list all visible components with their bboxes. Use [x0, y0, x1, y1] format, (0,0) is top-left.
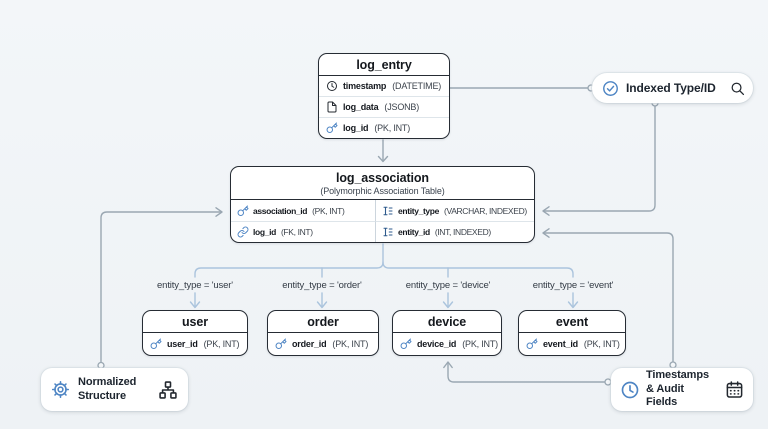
field-name: user_id — [167, 339, 198, 349]
field-row-event-id: event_id (PK, INT) — [519, 333, 625, 355]
key-icon — [400, 338, 412, 350]
field-type: (PK, INT) — [332, 339, 369, 349]
field-row-device-id: device_id (PK, INT) — [393, 333, 501, 355]
badge-indexed-type-id: Indexed Type/ID — [592, 73, 753, 103]
field-row-entity-id: entity_id (INT, INDEXED) — [376, 221, 534, 242]
field-row-log-id-fk: log_id (FK, INT) — [231, 221, 376, 242]
link-icon — [237, 226, 249, 238]
association-fields: association_id (PK, INT) entity_type (VA… — [231, 200, 534, 242]
table-title: order — [268, 311, 378, 333]
field-type: (FK, INT) — [280, 227, 313, 237]
field-type: (DATETIME) — [392, 81, 442, 91]
table-title: event — [519, 311, 625, 333]
field-name: log_data — [343, 102, 379, 112]
field-row-user-id: user_id (PK, INT) — [143, 333, 247, 355]
edge-label-device: entity_type = 'device' — [405, 280, 491, 291]
field-name: entity_id — [398, 227, 430, 237]
field-row-log-id: log_id (PK, INT) — [319, 117, 449, 138]
table-user: user user_id (PK, INT) — [142, 310, 248, 356]
search-icon — [730, 81, 745, 96]
file-icon — [326, 101, 338, 113]
badge-label-line2: Structure — [78, 389, 126, 402]
field-row-timestamp: timestamp (DATETIME) — [319, 76, 449, 96]
check-circle-icon — [602, 80, 619, 97]
field-name: event_id — [543, 339, 578, 349]
field-row-association-id: association_id (PK, INT) — [231, 200, 376, 221]
badge-label: Normalized Structure — [78, 376, 136, 403]
edge-label-event: entity_type = 'event' — [532, 280, 614, 291]
field-type: (VARCHAR, INDEXED) — [444, 205, 527, 216]
field-type: (JSONB) — [384, 102, 420, 112]
badge-normalized-structure: Normalized Structure — [41, 368, 188, 411]
table-subtitle: (Polymorphic Association Table) — [320, 186, 445, 196]
table-device: device device_id (PK, INT) — [392, 310, 502, 356]
key-icon — [275, 338, 287, 350]
field-type: (PK, INT) — [312, 205, 345, 216]
badge-label-line1: Normalized — [78, 376, 137, 389]
gear-icon — [51, 380, 70, 399]
hierarchy-icon — [158, 380, 178, 400]
field-type: (PK, INT) — [374, 123, 411, 133]
table-log-entry: log_entry timestamp (DATETIME) log_data … — [318, 53, 450, 139]
field-row-log-data: log_data (JSONB) — [319, 96, 449, 117]
key-icon — [237, 205, 249, 217]
table-log-association: log_association (Polymorphic Association… — [230, 166, 535, 243]
table-title: log_entry — [319, 54, 449, 76]
field-name: log_id — [343, 123, 369, 133]
table-title: log_association (Polymorphic Association… — [231, 167, 534, 200]
field-type: (PK, INT) — [203, 339, 240, 349]
badge-timestamps-audit: Timestamps & Audit Fields — [611, 368, 753, 411]
edge-label-order: entity_type = 'order' — [282, 280, 362, 291]
table-title: user — [143, 311, 247, 333]
field-row-order-id: order_id (PK, INT) — [268, 333, 378, 355]
field-name: log_id — [253, 227, 276, 237]
badge-label: Timestamps & Audit Fields — [646, 369, 713, 409]
field-name: association_id — [253, 205, 308, 216]
edge-label-user: entity_type = 'user' — [157, 280, 233, 291]
field-row-entity-type: entity_type (VARCHAR, INDEXED) — [376, 200, 534, 221]
clock-icon — [326, 80, 338, 92]
index-icon — [382, 226, 394, 238]
key-icon — [526, 338, 538, 350]
badge-label-line1: Timestamps — [646, 369, 709, 382]
key-icon — [150, 338, 162, 350]
field-type: (PK, INT) — [583, 339, 620, 349]
field-type: (INT, INDEXED) — [434, 227, 491, 237]
calendar-icon — [725, 380, 744, 399]
table-title: device — [393, 311, 501, 333]
clock-icon — [620, 380, 640, 400]
key-icon — [326, 122, 338, 134]
table-event: event event_id (PK, INT) — [518, 310, 626, 356]
badge-label-line2: & Audit Fields — [646, 382, 684, 409]
table-order: order order_id (PK, INT) — [267, 310, 379, 356]
field-name: order_id — [292, 339, 327, 349]
field-name: entity_type — [398, 205, 440, 216]
field-type: (PK, INT) — [462, 339, 498, 349]
field-name: device_id — [417, 339, 457, 349]
field-name: timestamp — [343, 81, 387, 91]
index-icon — [382, 205, 394, 217]
badge-label: Indexed Type/ID — [626, 80, 716, 95]
table-title-text: log_association — [336, 171, 429, 185]
